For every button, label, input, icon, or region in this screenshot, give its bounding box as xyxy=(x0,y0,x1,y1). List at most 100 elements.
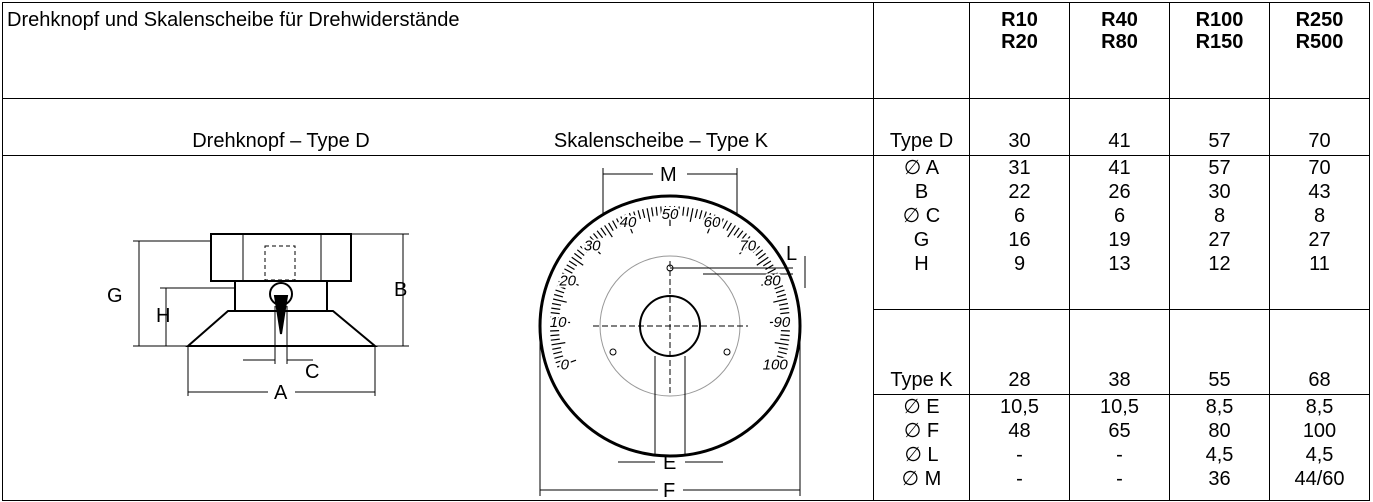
dial-mount-hole xyxy=(609,348,617,356)
dial-tick xyxy=(780,312,790,315)
dial-tick xyxy=(558,280,568,286)
value-m-2: - xyxy=(1116,467,1123,490)
dial-tick xyxy=(655,206,658,216)
knob-label-a: A xyxy=(274,382,288,404)
dim-label-m: ∅ M xyxy=(901,467,942,490)
dial-tick xyxy=(593,233,600,241)
type-k-dims-row: ∅ E ∅ F ∅ L ∅ M 10,5 48 - - 10,5 65 - - … xyxy=(3,393,1370,502)
dial-tick xyxy=(775,359,785,364)
type-d-value-4: 70 xyxy=(1269,98,1370,156)
knob-caption: Drehknopf – Type D xyxy=(192,130,370,152)
dial-tick xyxy=(779,307,789,310)
knob-arrow xyxy=(273,295,289,335)
dial-tick xyxy=(550,316,560,319)
header-col-1-line1: R10 xyxy=(1001,9,1038,31)
dial-tick xyxy=(722,220,728,229)
dial-tick xyxy=(562,272,571,278)
dial-tick xyxy=(752,245,761,253)
dial-tick xyxy=(761,276,780,286)
knob-label-c: C xyxy=(305,361,319,383)
dial-number: 60 xyxy=(704,214,721,231)
dim-label-l: ∅ L xyxy=(904,443,939,466)
dial-tick xyxy=(633,211,637,221)
technical-drawing: A B C G H xyxy=(107,164,806,500)
value-h-4: 11 xyxy=(1309,253,1330,275)
dial-tick xyxy=(579,245,588,253)
value-b-3: 30 xyxy=(1208,181,1231,203)
value-a-3: 57 xyxy=(1208,157,1231,179)
dial-tick xyxy=(560,276,579,286)
dial-tick xyxy=(772,280,782,286)
dial-tick xyxy=(682,206,685,216)
dial-tick xyxy=(628,212,633,222)
dial-tick xyxy=(714,216,720,226)
dial-tick xyxy=(686,207,689,217)
dial-tick xyxy=(620,216,626,226)
value-c-4: 8 xyxy=(1313,205,1326,227)
caption-cell: Drehknopf – Type D Skalenscheibe – Type … xyxy=(2,98,874,156)
dial-tick xyxy=(707,212,712,222)
dial-tick xyxy=(586,239,601,255)
header-col-4-line1: R250 xyxy=(1295,9,1344,31)
dial-tick xyxy=(727,225,736,238)
type-d-dims-col-3: 57 30 8 27 12 xyxy=(1169,154,1270,311)
dim-label-g: G xyxy=(913,229,930,251)
dial-drawing xyxy=(538,168,806,496)
dial-tick xyxy=(739,239,754,255)
value-l-4: 4,5 xyxy=(1305,443,1334,466)
dial-tick xyxy=(589,236,597,244)
type-k-dims-col-4: 8,5 100 4,5 44/60 xyxy=(1269,393,1370,502)
table-title: Drehknopf und Skalenscheibe für Drehwide… xyxy=(2,2,874,99)
type-d-dims-col-4: 70 43 8 27 11 xyxy=(1269,154,1370,311)
dial-tick xyxy=(694,209,698,219)
dial-tick xyxy=(762,260,772,267)
dial-tick xyxy=(774,285,784,290)
value-g-2: 19 xyxy=(1108,229,1131,251)
dial-label-e: E xyxy=(663,452,676,474)
dial-tick xyxy=(776,355,786,359)
dial-tick xyxy=(763,359,784,368)
knob-label-h: H xyxy=(156,305,170,327)
header-row: Drehknopf und Skalenscheibe für Drehwide… xyxy=(2,2,1370,99)
type-k-dims-col-3: 8,5 80 4,5 36 xyxy=(1169,393,1270,502)
value-b-1: 22 xyxy=(1008,181,1031,203)
value-c-2: 6 xyxy=(1113,205,1126,227)
dim-label-h: H xyxy=(914,253,929,275)
dial-tick xyxy=(769,321,790,324)
type-d-dims-col-1: 31 22 6 16 9 xyxy=(969,154,1070,311)
header-col-2-line1: R40 xyxy=(1101,9,1138,31)
value-a-2: 41 xyxy=(1108,157,1131,179)
dial-tick xyxy=(698,210,703,220)
dial-tick xyxy=(551,302,562,306)
type-d-value-3: 57 xyxy=(1169,98,1270,156)
dial-tick xyxy=(637,210,642,220)
dial-number: 90 xyxy=(774,314,791,331)
value-b-2: 26 xyxy=(1108,181,1131,203)
dial-tick xyxy=(596,230,604,239)
drawing-cell: A B C G H xyxy=(2,155,874,501)
dial-tick xyxy=(554,293,564,298)
dial-tick xyxy=(554,355,564,359)
dial-number: 30 xyxy=(584,237,601,254)
knob-drawing xyxy=(133,233,409,396)
dial-tick xyxy=(616,218,622,227)
dial-tick xyxy=(550,334,560,337)
type-k-value-3: 55 xyxy=(1169,309,1270,395)
type-k-dim-labels: ∅ E ∅ F ∅ L ∅ M xyxy=(873,393,970,502)
dial-tick xyxy=(553,351,563,355)
type-d-value-2: 41 xyxy=(1069,98,1170,156)
dial-label-l: L xyxy=(786,243,797,265)
dial-tick xyxy=(777,351,787,355)
dial-tick xyxy=(775,289,785,294)
knob-label-b: B xyxy=(394,279,407,301)
dim-label-b: B xyxy=(914,181,929,203)
dial-tick xyxy=(733,227,740,236)
dial-label-f: F xyxy=(663,480,675,500)
dim-label-f: ∅ F xyxy=(903,419,940,442)
value-l-3: 4,5 xyxy=(1205,443,1234,466)
header-col-4-line2: R500 xyxy=(1295,31,1344,53)
dial-tick xyxy=(773,298,788,303)
type-k-dims-col-2: 10,5 65 - - xyxy=(1069,393,1170,502)
dial-tick xyxy=(582,242,591,250)
